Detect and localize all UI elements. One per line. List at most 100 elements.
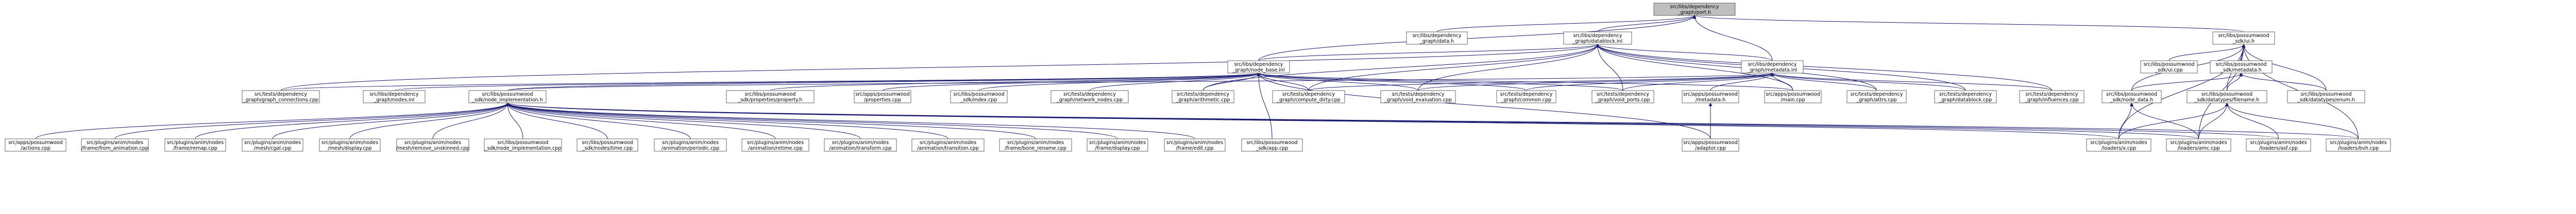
node-sdk_index_cpp[interactable]: src/libs/possumwood_sdk/index.cpp <box>950 90 1008 103</box>
node-label-line: _graph/void_ports.cpp <box>1595 97 1650 103</box>
node-actions_cpp[interactable]: src/apps/possumwood/actions.cpp <box>5 138 66 152</box>
node-label-line: /properties.cpp <box>864 97 901 103</box>
edge-attrs_cpp-to-datablock_inl <box>1596 44 1877 91</box>
node-animation_retime[interactable]: src/plugins/anim/nodes/animation/retime.… <box>741 138 809 152</box>
node-frame_bone_rename[interactable]: src/plugins/anim/nodes/frame/bone_rename… <box>999 138 1072 152</box>
node-loaders_bvh_cpp[interactable]: src/plugins/anim/nodes/loaders/bvh.cpp <box>2326 138 2391 152</box>
node-sdk_ui_cpp[interactable]: src/libs/possumwood_sdk/ui.cpp <box>2140 60 2198 74</box>
node-sdk_app_cpp[interactable]: src/libs/possumwood_sdk/app.cpp <box>1241 138 1303 152</box>
node-box <box>1591 90 1654 103</box>
node-label-line: src/plugins/anim/nodes <box>2090 140 2147 146</box>
node-label-line: /loaders/bvh.cpp <box>2338 146 2379 151</box>
node-box <box>1846 90 1907 103</box>
node-label-line: _graph/compute_dirty.cpp <box>1276 97 1340 103</box>
edge-attrs_cpp-to-metadata_inl <box>1770 73 1877 91</box>
edge-common_cpp-to-metadata_inl <box>1526 73 1774 91</box>
node-main_cpp[interactable]: src/apps/possumwood/main.cpp <box>1764 90 1822 103</box>
node-label-line: _sdk/nodes/time.cpp <box>582 146 633 151</box>
node-attrs_cpp[interactable]: src/tests/dependency_graph/attrs.cpp <box>1846 90 1907 103</box>
node-label-line: src/apps/possumwood <box>1683 92 1738 97</box>
node-frame_edit[interactable]: src/plugins/anim/nodes/frame/edit.cpp <box>1164 138 1226 152</box>
node-label-line: _graph/common.cpp <box>1501 97 1551 103</box>
node-common_cpp[interactable]: src/tests/dependency_graph/common.cpp <box>1496 90 1556 103</box>
node-node_data_h[interactable]: src/libs/possumwood_sdk/node_data.h <box>2102 90 2162 103</box>
node-animation_transform[interactable]: src/plugins/anim/nodes/animation/transfo… <box>824 138 897 152</box>
node-label-line: /frame/remap.cpp <box>173 146 217 151</box>
edge-node_base_inl-to-root <box>1258 15 1697 61</box>
node-datablock_inl[interactable]: src/libs/dependency_graph/datablock.inl <box>1563 31 1632 45</box>
node-label-line: src/plugins/anim/nodes <box>1089 140 1146 146</box>
node-box <box>1272 90 1345 103</box>
node-apps_metadata_h[interactable]: src/apps/possumwood/metadata.h <box>1682 90 1739 103</box>
node-properties_property_h[interactable]: src/libs/possumwood_sdk/properties/prope… <box>726 90 815 103</box>
edge-metadata_inl-to-datablock_inl <box>1596 44 1773 61</box>
node-sdk_ui_h[interactable]: src/libs/possumwood_sdk/ui.h <box>2212 31 2275 45</box>
edge-arithmetic_cpp-to-datablock_inl <box>1202 44 1600 91</box>
edge-animation_transform-to-node_impl_h <box>505 102 861 139</box>
node-frame_display[interactable]: src/plugins/anim/nodes/frame/display.cpp <box>1087 138 1148 152</box>
node-void_ports_cpp[interactable]: src/tests/dependency_graph/void_ports.cp… <box>1591 90 1654 103</box>
node-label-line: _sdk/node_data.h <box>2110 97 2153 103</box>
node-animation_transition[interactable]: src/plugins/anim/nodes/animation/transit… <box>911 138 985 152</box>
node-label-line: /adaptor.cpp <box>1695 146 1726 151</box>
node-void_evaluation_cpp[interactable]: src/tests/dependency_graph/void_evaluati… <box>1380 90 1456 103</box>
node-loaders_amc_cpp[interactable]: src/plugins/anim/nodes/loaders/amc.cpp <box>2166 138 2231 152</box>
node-node_impl_h[interactable]: src/libs/possumwood_sdk/node_implementat… <box>468 90 547 103</box>
node-label-line: /loaders/x.cpp <box>2102 146 2136 151</box>
node-sdk_nodes_time[interactable]: src/libs/possumwood_sdk/nodes/time.cpp <box>577 138 638 152</box>
node-label-line: src/plugins/anim/nodes <box>2170 140 2227 146</box>
edge-loaders_bvh_cpp-to-node_impl_h <box>506 102 2359 139</box>
node-graph_connections[interactable]: src/tests/dependency_graph/graph_connect… <box>242 90 320 103</box>
node-label-line: src/libs/dependency <box>369 92 418 97</box>
node-label-line: src/plugins/anim/nodes <box>747 140 804 146</box>
edge-void_evaluation_cpp-to-node_base_inl <box>1257 73 1418 91</box>
edge-void_evaluation_cpp-to-metadata_inl <box>1418 73 1774 91</box>
node-node_base_inl[interactable]: src/libs/dependency_graph/node_base.inl <box>1227 60 1290 74</box>
edge-frame_bone_rename-to-node_impl_h <box>505 102 1036 139</box>
node-box <box>2212 31 2275 45</box>
node-animation_periodic[interactable]: src/plugins/anim/nodes/animation/periodi… <box>654 138 727 152</box>
node-loaders_x_cpp[interactable]: src/plugins/anim/nodes/loaders/x.cpp <box>2086 138 2151 152</box>
node-mesh_cgal[interactable]: src/plugins/anim/nodes/mesh/cgal.cpp <box>242 138 303 152</box>
edge-properties_cpp-to-node_base_inl <box>882 73 1261 91</box>
node-label-line: /actions.cpp <box>21 146 50 151</box>
node-compute_dirty_cpp[interactable]: src/tests/dependency_graph/compute_dirty… <box>1272 90 1345 103</box>
node-influences_cpp[interactable]: src/tests/dependency_graph/influences.cp… <box>2019 90 2084 103</box>
edge-node_impl_h-to-node_base_inl <box>507 73 1260 91</box>
node-network_nodes_cpp[interactable]: src/tests/dependency_graph/network_nodes… <box>1050 90 1129 103</box>
node-sdk_node_impl_cpp[interactable]: src/libs/possumwood_sdk/node_implementat… <box>484 138 562 152</box>
edge-animation_retime-to-node_impl_h <box>505 102 776 139</box>
node-datatypes_enum_h[interactable]: src/libs/possumwood_sdk/datatypes/enum.h <box>2287 90 2365 103</box>
node-box <box>242 90 320 103</box>
node-box <box>484 138 562 152</box>
node-nodes_inl[interactable]: src/libs/dependency_graph/nodes.inl <box>363 90 426 103</box>
node-box <box>854 90 911 103</box>
node-frame_from_animation[interactable]: src/plugins/anim/nodes/frame/from_animat… <box>81 138 149 152</box>
node-mesh_display[interactable]: src/plugins/anim/nodes/mesh/display.cpp <box>319 138 381 152</box>
node-box <box>1496 90 1556 103</box>
node-loaders_asf_cpp[interactable]: src/plugins/anim/nodes/loaders/asf.cpp <box>2246 138 2311 152</box>
node-metadata_inl[interactable]: src/libs/dependency_graph/metadata.inl <box>1741 60 1804 74</box>
node-label-line: src/plugins/anim/nodes <box>1166 140 1223 146</box>
node-properties_cpp[interactable]: src/apps/possumwood/properties.cpp <box>854 90 911 103</box>
node-mesh_remove_unskinned[interactable]: src/plugins/anim/nodes/mesh/remove_unski… <box>396 138 470 152</box>
node-label-line: src/plugins/anim/nodes <box>2330 140 2386 146</box>
node-box <box>999 138 1072 152</box>
node-adaptor_cpp[interactable]: src/apps/possumwood/adaptor.cpp <box>1682 138 1739 152</box>
node-label-line: src/apps/possumwood <box>8 140 63 146</box>
edge-datatypes_filename_h-to-metadata_h <box>2227 73 2243 91</box>
node-box <box>1087 138 1148 152</box>
node-label-line: src/tests/dependency <box>1392 92 1445 97</box>
node-arithmetic_cpp[interactable]: src/tests/dependency_graph/arithmetic.cp… <box>1172 90 1234 103</box>
node-datatypes_filename_h[interactable]: src/libs/possumwood_sdk/datatypes/filena… <box>2187 90 2267 103</box>
edge-loaders_amc_cpp-to-node_impl_h <box>506 102 2199 139</box>
node-metadata_h[interactable]: src/libs/possumwood_sdk/metadata.h <box>2210 60 2273 74</box>
node-label-line: src/libs/dependency <box>1670 4 1719 10</box>
edge-sdk_app_cpp-to-node_base_inl <box>1257 73 1273 139</box>
node-data_h[interactable]: src/libs/dependency_graph/data.h <box>1406 31 1468 45</box>
node-label-line: src/libs/possumwood <box>745 92 796 97</box>
node-frame_remap[interactable]: src/plugins/anim/nodes/frame/remap.cpp <box>164 138 226 152</box>
node-label-line: /frame/edit.cpp <box>1176 146 1213 151</box>
edge-influences_cpp-to-datablock_inl <box>1596 44 2052 91</box>
node-datablock_cpp[interactable]: src/tests/dependency_graph/datablock.cpp <box>1934 90 1997 103</box>
